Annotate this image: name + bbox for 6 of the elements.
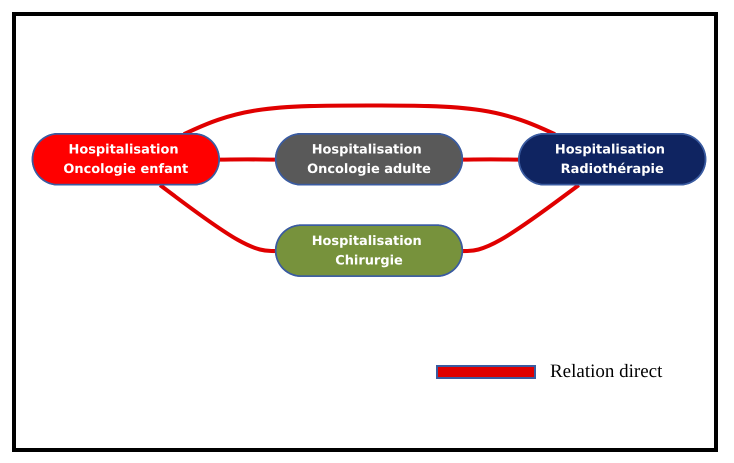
legend-text: Relation direct xyxy=(550,361,662,383)
connector xyxy=(219,158,276,162)
connector xyxy=(462,184,580,254)
connector xyxy=(158,184,276,254)
diagram-frame: Hospitalisation Oncologie enfant Hospitalisation Oncologie adulte Hospitalisation Chirurgie Hospitalisation Radiothérapie Relation direct xyxy=(12,12,718,452)
connector xyxy=(462,158,520,162)
